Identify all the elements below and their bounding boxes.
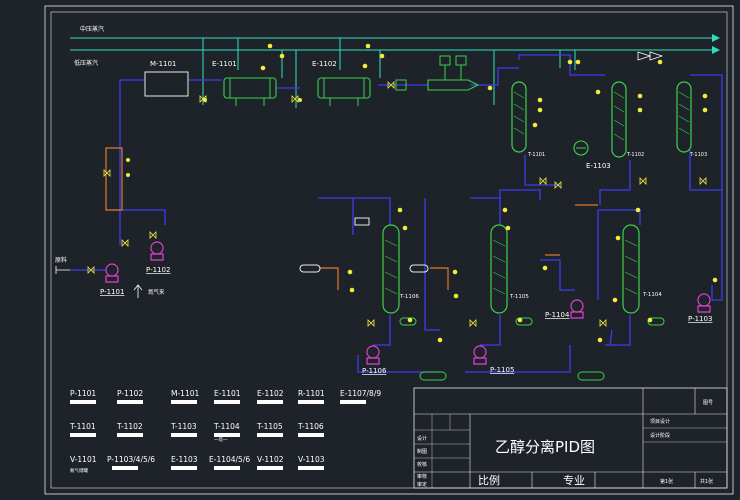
reactor-r1101 [395, 55, 480, 91]
scale-label: 比例 [478, 473, 500, 487]
legend-item: V-1102 [257, 455, 284, 464]
legend-item: V-1103 [298, 455, 325, 464]
p1102-tag: P-1102 [146, 266, 170, 274]
p1103-tag: P-1103 [688, 315, 712, 323]
steam-headers: 中压蒸汽 低压蒸汽 [70, 25, 720, 67]
vessel-drums [299, 217, 429, 273]
feed-inlet: 原料 氮气来 [55, 256, 165, 298]
reflux-lines [105, 147, 598, 290]
legend-row-3: V-1101 P-1103/4/5/6 E-1103 E-1104/5/6 V-… [70, 455, 325, 474]
tb-right-label: 设计阶段 [650, 432, 670, 439]
legend-item: T-1105 [256, 422, 283, 431]
legend-item: T-1104 [213, 422, 240, 431]
tb-left-label: 审定 [417, 481, 427, 488]
process-lines [70, 54, 723, 373]
p1105-tag: P-1105 [490, 366, 514, 374]
equipment-legend: P-1101 P-1102 M-1101 E-1101 E-1102 R-110… [69, 389, 381, 474]
vessel-v1103 [577, 371, 605, 381]
tb-right-label: 项目设计 [650, 418, 670, 425]
legend-item: E-1101 [214, 389, 241, 398]
legend-item: E-1103 [171, 455, 198, 464]
inner-frame [50, 11, 728, 489]
nitrogen-label: 氮气来 [148, 288, 165, 296]
tb-left-label: 设计 [417, 435, 427, 442]
legend-item: P-1103/4/5/6 [107, 455, 155, 464]
valves [87, 81, 707, 327]
legend-row-1: P-1101 P-1102 M-1101 E-1101 E-1102 R-110… [70, 389, 381, 404]
t1106-tag: T-1106 [399, 294, 419, 300]
legend-subtext: 一塔一 [214, 436, 228, 443]
exchanger-e1103: E-1103 [573, 140, 611, 170]
tb-left-label: 校核 [417, 461, 427, 468]
drawing-title: 乙醇分离PID图 [495, 438, 595, 456]
column-t1105: T-1105 [490, 224, 529, 314]
t1103-tag: T-1103 [689, 152, 707, 158]
exchanger-e1102: E-1102 [312, 60, 371, 106]
legend-item: T-1102 [116, 422, 143, 431]
m1101-tag: M-1101 [150, 60, 176, 68]
column-t1106: T-1106 [382, 224, 419, 314]
t1105-tag: T-1105 [509, 294, 529, 300]
p1106-tag: P-1106 [362, 367, 387, 375]
t1104-tag: T-1104 [642, 292, 662, 298]
column-t1104: T-1104 [622, 224, 662, 314]
low-steam-label: 低压蒸汽 [74, 59, 98, 67]
sheet-label: 第1张 [660, 478, 673, 485]
outer-frame [44, 5, 734, 495]
legend-item: M-1101 [171, 389, 199, 398]
mid-steam-label: 中压蒸汽 [80, 25, 104, 33]
discipline-label: 专业 [563, 473, 585, 487]
feed-label: 原料 [55, 256, 67, 264]
legend-row-2: T-1101 T-1102 T-1103 T-1104 T-1105 T-110… [69, 422, 324, 443]
legend-item: R-1101 [298, 389, 325, 398]
legend-item: E-1107/8/9 [340, 389, 381, 398]
mixer-m1101: M-1101 [144, 60, 189, 97]
tb-left-label: 审核 [417, 473, 427, 480]
t1102-tag: T-1102 [626, 152, 644, 158]
e1102-tag: E-1102 [312, 60, 337, 68]
column-t1101: T-1101 [511, 81, 545, 158]
drawing-no-label: 图号 [703, 400, 713, 406]
legend-item: T-1106 [297, 422, 324, 431]
column-t1102: T-1102 [611, 81, 644, 158]
p1104-tag: P-1104 [545, 311, 570, 319]
legend-item: P-1102 [117, 389, 143, 398]
title-block: 乙醇分离PID图 比例 专业 图号 项目设计 设计阶段 第1张 共1张 设计 制… [413, 387, 728, 489]
tb-left-label: 制图 [417, 448, 427, 455]
p1101-tag: P-1101 [100, 288, 124, 296]
t1101-tag: T-1101 [527, 152, 545, 158]
e1101-tag: E-1101 [212, 60, 237, 68]
legend-item: P-1101 [70, 389, 96, 398]
instruments [126, 43, 718, 343]
legend-subtext: 氮气储罐 [70, 467, 88, 474]
column-t1103: T-1103 [676, 81, 707, 158]
legend-item: T-1103 [170, 422, 197, 431]
vessel-v1102 [399, 317, 665, 326]
legend-item: T-1101 [69, 422, 96, 431]
total-sheets-label: 共1张 [700, 478, 713, 485]
vessel-v1101 [419, 371, 447, 381]
exchanger-e1101: E-1101 [212, 60, 277, 106]
legend-item: V-1101 [70, 455, 97, 464]
pumps [105, 241, 711, 365]
legend-item: E-1102 [257, 389, 284, 398]
e1103-tag: E-1103 [586, 162, 611, 170]
legend-item: E-1104/5/6 [209, 455, 250, 464]
